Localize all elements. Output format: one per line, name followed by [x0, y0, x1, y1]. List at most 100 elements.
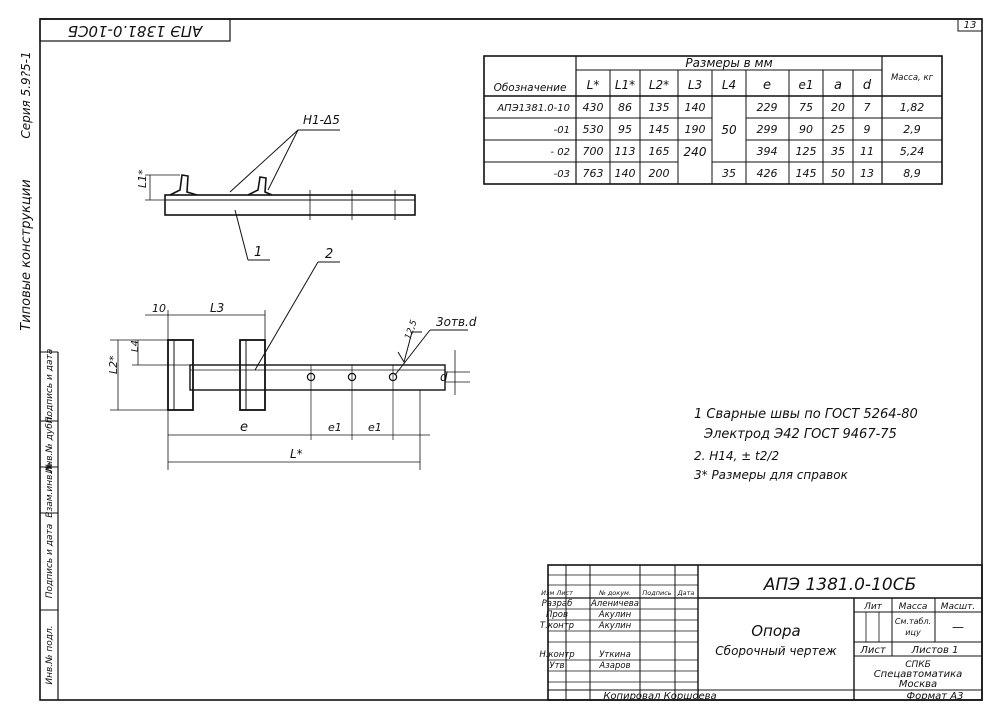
cell-e1: 75	[799, 101, 813, 114]
cell-e1: 90	[799, 123, 813, 136]
tb-org-1: СПКБ	[905, 660, 931, 670]
tb-role-cell: Азаров	[598, 661, 630, 671]
cell-L4: 35	[722, 167, 736, 180]
tb-role-cell: Т.контр	[540, 621, 574, 631]
tb-role-cell: Дата	[677, 589, 695, 597]
dim-d: d	[440, 370, 448, 384]
cell-L1: 140	[615, 167, 636, 180]
tb-sheet: Лист	[859, 645, 887, 656]
cell-mass: 2,9	[903, 123, 921, 136]
dim-e1-a: e1	[328, 421, 342, 434]
cell-mass: 1,82	[900, 101, 925, 114]
col-inv-orig: Инв.№ подл.	[45, 625, 55, 684]
holes-label: 3отв.d	[436, 315, 477, 329]
page-number: 13	[964, 20, 977, 31]
cell-L2: 145	[649, 123, 670, 136]
plan-view	[110, 261, 470, 470]
col-replace-inv: Взам.инв.№	[45, 462, 55, 517]
tb-role-cell: Пров	[546, 610, 568, 620]
col-inv-dup: Инв.№ дубл.	[45, 415, 55, 474]
tb-role-cell: Акулин	[598, 621, 632, 631]
cell-L1: 113	[615, 145, 636, 158]
cell-a: 35	[831, 145, 845, 158]
th-L1: L1*	[615, 78, 635, 92]
cell-d: 9	[864, 123, 871, 136]
title-block	[547, 564, 983, 701]
tb-scale-value: —	[952, 620, 964, 634]
dim-L2: L2*	[107, 355, 120, 374]
pos-2: 2	[325, 247, 333, 262]
cell-designation: - 02	[550, 147, 570, 158]
cell-designation: АПЭ1381.0-10	[496, 103, 570, 114]
dim-e: e	[240, 420, 248, 435]
tb-role-cell: Разраб	[542, 599, 573, 609]
tb-name: Опора	[751, 622, 801, 640]
cell-L: 530	[583, 123, 604, 136]
th-designation: Обозначение	[494, 82, 567, 94]
dim-L3: L3	[210, 301, 224, 315]
cell-mass: 5,24	[900, 145, 925, 158]
cell-e1: 125	[796, 145, 817, 158]
cell-a: 25	[831, 123, 845, 136]
side-view	[145, 129, 416, 261]
cell-e: 229	[757, 101, 778, 114]
tb-mass: Масса	[899, 602, 928, 612]
note-1: 1 Сварные швы по ГОСТ 5264-80	[694, 407, 918, 422]
dim-roughness: 12,5	[403, 319, 419, 342]
tb-mass-value-2: ицу	[905, 628, 921, 637]
th-mass: Масса, кг	[891, 73, 934, 83]
rotated-code: АПЭ 1381.0-10СБ	[68, 22, 204, 40]
cell-a: 50	[831, 167, 845, 180]
cell-L: 700	[583, 145, 604, 158]
cell-L: 430	[583, 101, 604, 114]
cell-L2: 165	[649, 145, 670, 158]
th-a: a	[834, 78, 842, 93]
dim-L4: L4	[130, 340, 141, 352]
th-L3: L3	[688, 78, 702, 92]
note-3: 3* Размеры для справок	[694, 468, 849, 482]
cell-L3: 190	[685, 123, 706, 136]
tb-role-cell: № докум.	[598, 589, 631, 597]
dim-L1: L1*	[136, 169, 149, 188]
footer-copied: Копировал Коршоева	[603, 691, 716, 702]
cell-designation: -03	[554, 169, 570, 180]
tb-sheets: Листов 1	[911, 645, 959, 656]
cell-designation: -01	[554, 125, 570, 136]
tb-role-cell: Утв	[549, 661, 564, 671]
note-1b: Электрод Э42 ГОСТ 9467-75	[703, 427, 897, 442]
tb-mass-value: См.табл.	[895, 617, 931, 626]
dim-L: L*	[290, 447, 303, 461]
th-L: L*	[587, 78, 600, 92]
cell-L: 763	[583, 167, 604, 180]
dim-e1-b: e1	[368, 421, 382, 434]
series-label: Серия 5.9?5-1	[19, 51, 33, 138]
tb-code: АПЭ 1381.0-10СБ	[763, 575, 916, 595]
typical-label: Типовые конструкции	[19, 179, 34, 330]
cell-L3: 140	[685, 101, 706, 114]
tb-org-3: Москва	[899, 679, 937, 690]
cell-e: 299	[757, 123, 778, 136]
tb-role-cell: Подпись	[642, 589, 671, 597]
cell-d: 7	[864, 101, 871, 114]
tb-subtitle: Сборочный чертеж	[715, 644, 837, 658]
tb-role-cell: Уткина	[599, 650, 631, 660]
th-e1: e1	[798, 78, 813, 92]
tb-lit: Лит	[863, 602, 883, 612]
cell-L2: 135	[649, 101, 670, 114]
tb-scale: Масшт.	[941, 602, 976, 612]
cell-d: 13	[860, 167, 874, 180]
cell-e1: 145	[796, 167, 817, 180]
note-2: 2. Н14, ± t2/2	[694, 449, 779, 463]
dimensions-table	[483, 55, 943, 185]
cell-e: 426	[757, 167, 778, 180]
th-L2: L2*	[649, 78, 669, 92]
cell-mass: 8,9	[903, 167, 921, 180]
th-e: e	[763, 78, 771, 93]
cell-e: 394	[757, 145, 778, 158]
tb-role-cell: Н.контр	[539, 650, 574, 660]
tb-role-cell: Аленичева	[590, 599, 639, 609]
cell-L4-merged: 50	[721, 123, 737, 137]
